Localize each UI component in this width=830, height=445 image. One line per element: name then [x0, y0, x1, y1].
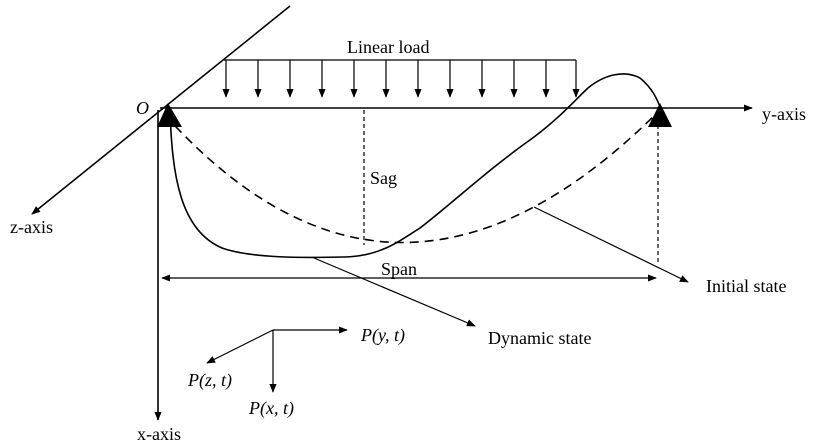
initial-state-leader — [533, 206, 689, 283]
force-components — [206, 326, 348, 393]
linear-load-arrows — [222, 59, 580, 98]
p-z-label: P(z, t) — [187, 370, 232, 391]
linear-load-label: Linear load — [347, 37, 429, 57]
z-axis-label: z-axis — [10, 217, 53, 237]
sag-label: Sag — [370, 168, 397, 188]
right-support — [648, 103, 672, 127]
dynamic-state-label: Dynamic state — [488, 328, 591, 348]
z-axis-line — [31, 5, 291, 215]
x-axis-label: x-axis — [137, 424, 181, 444]
initial-state-curve — [164, 114, 656, 244]
dynamic-state-curve — [169, 73, 663, 259]
p-x-label: P(x, t) — [248, 398, 294, 419]
span-label: Span — [381, 259, 417, 279]
dynamic-state-leader — [313, 257, 476, 327]
y-axis-label: y-axis — [762, 104, 806, 124]
p-y-label: P(y, t) — [360, 325, 405, 346]
origin-label: O — [136, 98, 149, 118]
initial-state-label: Initial state — [706, 276, 786, 296]
